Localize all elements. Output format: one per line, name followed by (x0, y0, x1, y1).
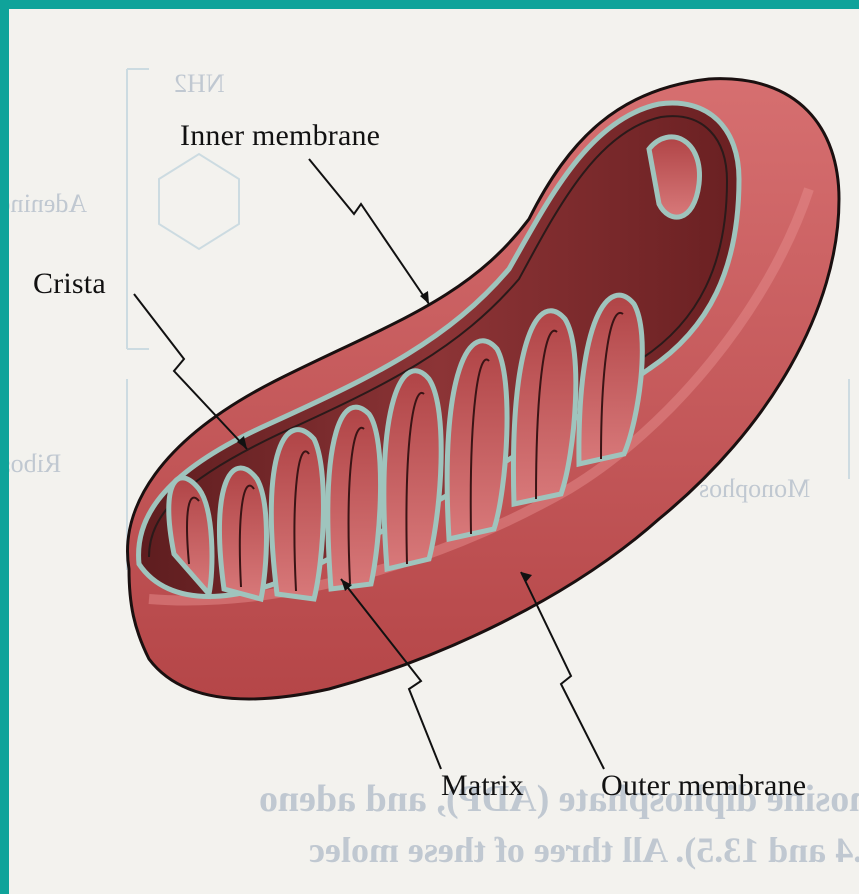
label-outer-membrane: Outer membrane (601, 769, 806, 803)
crista-fold (219, 468, 266, 599)
mitochondrion-diagram (9, 9, 859, 894)
pointer-inner-membrane (309, 159, 429, 304)
crista-fold (328, 407, 381, 589)
label-crista: Crista (33, 267, 106, 301)
crista-fold (384, 371, 441, 569)
page-background: adenosine diphosphate (ADP), and adeno F… (9, 9, 859, 894)
label-matrix: Matrix (441, 769, 524, 803)
label-inner-membrane: Inner membrane (180, 119, 380, 153)
crista-fold (271, 430, 323, 599)
